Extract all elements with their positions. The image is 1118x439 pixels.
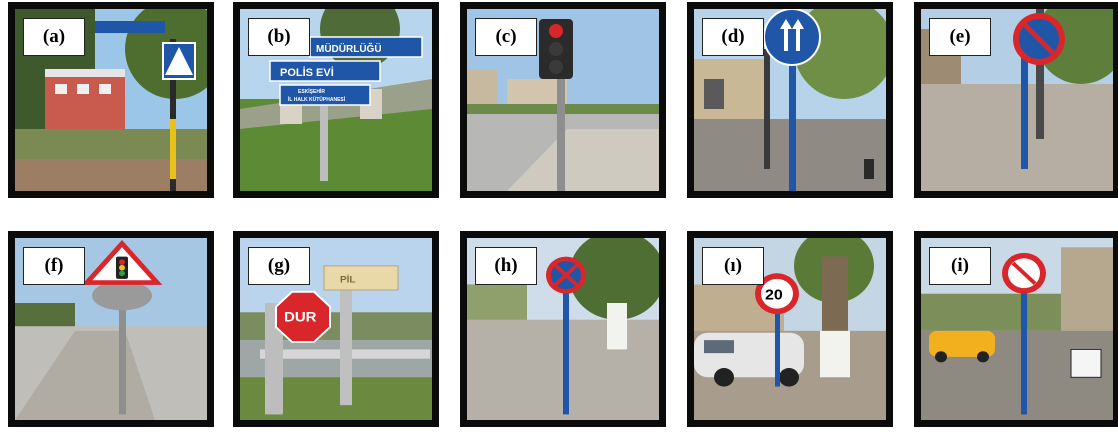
photo-panel-e: (e) <box>914 2 1118 198</box>
photo-a: (a) <box>15 9 207 191</box>
photo-panel-h: (h) <box>460 231 666 427</box>
street-scene-i-dotless: 20 <box>694 238 886 420</box>
panel-label: (g) <box>248 247 310 285</box>
photo-f: (f) <box>15 238 207 420</box>
panel-label: (b) <box>248 18 310 56</box>
street-scene-h <box>467 238 659 420</box>
photo-c: (c) <box>467 9 659 191</box>
sign-text-dur: DUR <box>284 310 317 325</box>
photo-panel-i-dotless: 20 (ı) <box>687 231 893 427</box>
street-scene-g: PİL DUR <box>240 238 432 420</box>
photo-d: (d) <box>694 9 886 191</box>
photo-panel-b: MÜDÜRLÜĞÜ POLİS EVİ ESKİŞEHİR İL HALK KÜ… <box>233 2 439 198</box>
photo-panel-i: (i) <box>914 231 1118 427</box>
sign-text-mudurlugu: MÜDÜRLÜĞÜ <box>316 42 382 55</box>
panel-label: (ı) <box>702 247 764 285</box>
photo-i-dotless: 20 (ı) <box>694 238 886 420</box>
photo-i: (i) <box>921 238 1113 420</box>
panel-label: (c) <box>475 18 537 56</box>
sign-text-polis-evi: POLİS EVİ <box>280 66 334 79</box>
panel-label: (d) <box>702 18 764 56</box>
sign-text-kutuphane: İL HALK KÜTÜPHANESİ <box>288 96 346 103</box>
sign-text-pil: PİL <box>340 275 356 286</box>
photo-b: MÜDÜRLÜĞÜ POLİS EVİ ESKİŞEHİR İL HALK KÜ… <box>240 9 432 191</box>
photo-panel-g: PİL DUR (g) <box>233 231 439 427</box>
street-scene-c <box>467 9 659 191</box>
photo-panel-f: (f) <box>8 231 214 427</box>
street-scene-d <box>694 9 886 191</box>
street-scene-b: MÜDÜRLÜĞÜ POLİS EVİ ESKİŞEHİR İL HALK KÜ… <box>240 9 432 191</box>
photo-e: (e) <box>921 9 1113 191</box>
photo-panel-a: (a) <box>8 2 214 198</box>
photo-panel-c: (c) <box>460 2 666 198</box>
panel-label: (a) <box>23 18 85 56</box>
photo-g: PİL DUR (g) <box>240 238 432 420</box>
photo-panel-d: (d) <box>687 2 893 198</box>
sign-text-speed-limit: 20 <box>765 287 783 303</box>
panel-label: (h) <box>475 247 537 285</box>
panel-label: (e) <box>929 18 991 56</box>
panel-label: (f) <box>23 247 85 285</box>
sign-text-eskisehir: ESKİŞEHİR <box>298 88 325 95</box>
photo-h: (h) <box>467 238 659 420</box>
panel-label: (i) <box>929 247 991 285</box>
